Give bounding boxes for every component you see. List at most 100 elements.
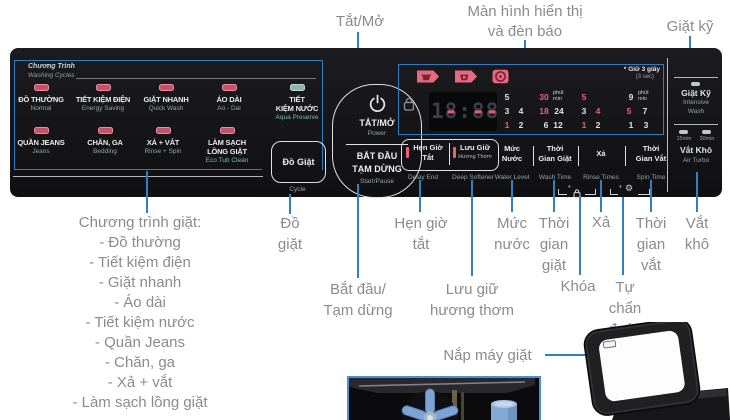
connector-cycle [289, 194, 291, 214]
bracket-gap [567, 188, 585, 195]
wash-time-30: 30 [539, 92, 549, 102]
power-icon[interactable] [333, 94, 421, 118]
air-turbo-button[interactable]: Vắt Khô [679, 145, 713, 155]
bracket-lock-icon [573, 185, 581, 203]
connector-lid [545, 354, 617, 356]
display-ghost-digits: 18:88 [431, 99, 500, 123]
wash-status-icon [416, 69, 440, 89]
connector-lock [579, 197, 581, 275]
cycle-select-button[interactable]: Đồ Giặt [271, 141, 326, 183]
led-indicator [33, 84, 49, 91]
cycles-header-en: Washing Cycles [28, 72, 75, 79]
cycle-button-jeans[interactable]: QUẦN JEANS Jeans [10, 127, 72, 156]
connector-air-turbo [696, 172, 698, 212]
cycle-button-eco-tub-clean[interactable]: LÀM SẠCH LỒNG GIẶT Eco Tub Clean [196, 127, 258, 165]
spin-time-button[interactable]: Thời Gian Vắt [635, 144, 667, 163]
delay-softener-group [401, 139, 499, 171]
start-label-vn2: TẠM DỪNG [352, 164, 402, 174]
rinse-2: 2 [595, 120, 601, 130]
annotation-water: Mức nước [494, 215, 530, 253]
cycle-label-en: Rinse + Spin [144, 148, 182, 155]
wash-time-12: 12 [553, 120, 563, 130]
cycle-label-en: Normal [30, 105, 52, 112]
air-turbo-15min: 15min [676, 136, 692, 142]
cycle-label-en: Eco Tub Clean [205, 157, 249, 164]
cycle-button-normal[interactable]: ĐỒ THƯỜNG Normal [10, 84, 72, 113]
wash-time-18: 18 [539, 106, 549, 116]
rinse-1: 1 [581, 120, 587, 130]
cycle-button-aqua-preserve[interactable]: TIẾT KIỆM NƯỚC Aqua Preserve [266, 84, 328, 122]
cycle-label-vn: GIẶT NHANH [143, 95, 189, 104]
cycle-label-vn: ĐỒ THƯỜNG [18, 95, 64, 104]
connector-cycles-list [146, 171, 148, 213]
annotation-start: Bắt đầu/ Tạm dừng [323, 281, 393, 319]
connector-start [357, 184, 359, 278]
led-indicator [219, 127, 235, 134]
intensive-wash-button[interactable]: Giặt Kỹ [681, 88, 711, 98]
cycle-button-ao-dai[interactable]: ÁO DÀI Ao - Dai [198, 84, 260, 113]
cycle-label-vn: TIẾT KIỆM ĐIỆN [75, 95, 131, 104]
annotation-rinse: Xả [591, 214, 611, 231]
cycle-label-vn2: KIỆM NƯỚC [275, 104, 319, 113]
annotation-display: Màn hình hiển thị và đèn báo [467, 3, 583, 40]
delay-end-button[interactable]: Hẹn Giờ Tắt [413, 143, 443, 162]
rinse-4: 4 [595, 106, 601, 116]
button-divider [533, 146, 534, 166]
spin-5: 5 [626, 106, 632, 116]
cycle-select-sub: Cycle [289, 186, 306, 193]
deep-softener-sub: Deep Softener [452, 174, 494, 181]
water-level-button[interactable]: Mức Nước [501, 144, 523, 163]
child-lock-icon [403, 97, 415, 116]
led-indicator [289, 84, 305, 91]
seven-segment-display: 18:88 - -- [429, 92, 500, 131]
cycle-button-rinse-spin[interactable]: XẢ + VẮT Rinse + Spin [132, 127, 194, 156]
cycle-label-vn: LÀM SẠCH [208, 138, 246, 147]
deep-softener-button[interactable]: Lưu Giữ Hương Thơm [458, 143, 492, 160]
wash-time-button[interactable]: Thời Gian Giặt [538, 144, 572, 163]
wash-time-24: 24 [554, 106, 564, 116]
gear-icon: ⚙ [625, 184, 634, 194]
water-level-3: 3 [504, 106, 510, 116]
led-indicator [158, 84, 174, 91]
water-level-5: 5 [504, 92, 510, 102]
connector-water [511, 180, 513, 212]
air-turbo-led-15 [679, 130, 688, 134]
right-rule-top [674, 77, 718, 78]
hold-note-line2: (3 sec) [635, 74, 654, 80]
power-start-group[interactable]: TẮT/MỞ Power BẮT ĐẦU TẠM DỪNG Start/Paus… [332, 84, 422, 198]
connector-rinse [600, 180, 602, 212]
lid-image [550, 318, 730, 420]
air-turbo-sub: Air Turbo [682, 157, 710, 164]
annotation-delay: Hẹn giờ tắt [394, 215, 448, 253]
led-indicator [95, 84, 111, 91]
cycle-label-en: Quick Wash [148, 105, 184, 112]
spin-3: 3 [643, 120, 649, 130]
cycle-button-quick-wash[interactable]: GIẶT NHANH Quick Wash [135, 84, 197, 113]
annotation-intensive: Giặt kỹ [666, 18, 714, 35]
cycle-button-bedding[interactable]: CHĂN, GA Bedding [74, 127, 136, 156]
cycle-label-vn: TIẾT [289, 95, 305, 104]
cycle-button-energy-saving[interactable]: TIẾT KIỆM ĐIỆN Energy Saving [72, 84, 134, 113]
water-level-1: 1 [504, 120, 510, 130]
annotation-air-turbo: Vắt khô [684, 215, 710, 253]
intensive-wash-sub2: Wash [687, 108, 705, 115]
led-indicator [155, 127, 171, 134]
hold-note-line1: * Giữ 3 giây [623, 66, 660, 73]
annotation-softener: Lưu giữ hương thơm [430, 281, 514, 319]
rinse-5: 5 [581, 92, 587, 102]
cycle-label-en: Aqua Preserve [275, 114, 319, 121]
led-indicator [221, 84, 237, 91]
cycles-header-rule [76, 78, 316, 79]
display-section-outline [398, 64, 664, 135]
cycle-label-en: Bedding [93, 148, 117, 155]
led-indicator [97, 127, 113, 134]
water-level-2: 2 [518, 120, 524, 130]
start-label-vn1: BẮT ĐẦU [356, 151, 398, 161]
cycle-label-vn: CHĂN, GA [87, 138, 123, 147]
annotation-lock: Khóa [560, 278, 596, 295]
air-turbo-led-30 [702, 130, 711, 134]
right-rule-mid [674, 124, 718, 125]
connector-softener [471, 180, 473, 276]
rinse-button[interactable]: Xả [596, 149, 606, 158]
connector-wash-time [553, 180, 555, 212]
